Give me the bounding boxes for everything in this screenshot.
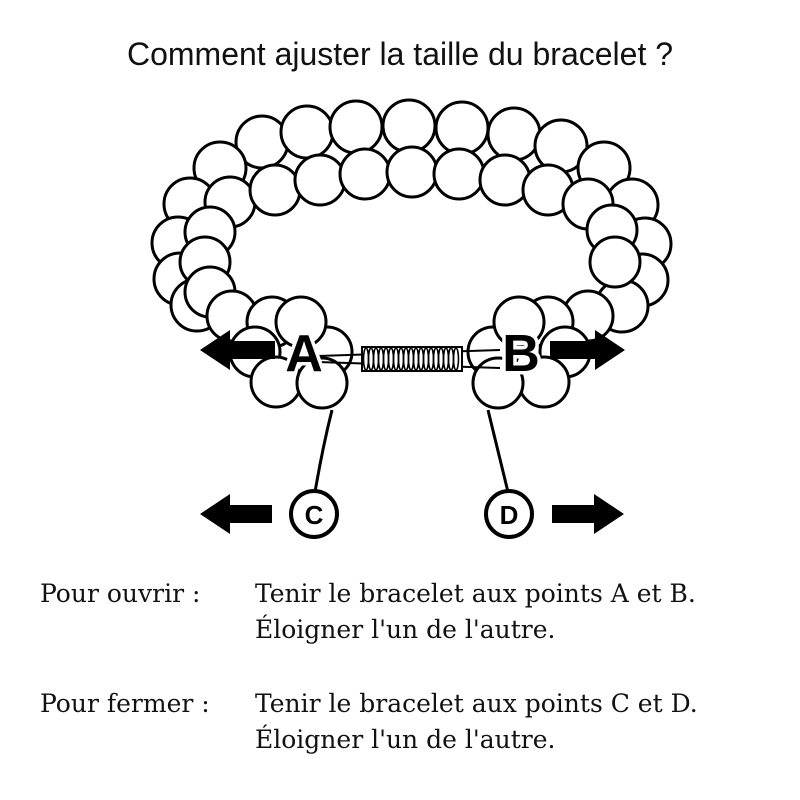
bead [432, 147, 486, 201]
instruction-line: Éloigner l'un de l'autre. [255, 615, 556, 644]
point-c-marker: C [289, 489, 339, 539]
point-c-label: C [305, 500, 324, 530]
bead [295, 356, 349, 410]
point-a-label: A [285, 325, 323, 383]
instruction-line: Tenir le bracelet aux points C et D. [255, 689, 698, 718]
bead [385, 145, 439, 199]
bead [381, 98, 437, 154]
instruction-line: Éloigner l'un de l'autre. [255, 725, 556, 754]
bead [274, 295, 328, 349]
bead [478, 153, 532, 207]
bead [293, 153, 347, 207]
bead [471, 356, 525, 410]
point-d-marker: D [484, 489, 534, 539]
instruction-text: Tenir le bracelet aux points A et B. Élo… [255, 576, 696, 648]
bead [338, 147, 392, 201]
bead [328, 99, 384, 155]
cord-left [313, 409, 334, 493]
bead [248, 163, 302, 217]
instruction-text: Tenir le bracelet aux points C et D. Élo… [255, 686, 698, 758]
cord-right [486, 409, 510, 493]
point-b-label: B [502, 325, 540, 383]
instruction-label: Pour ouvrir : [40, 579, 201, 608]
page-title: Comment ajuster la taille du bracelet ? [126, 36, 674, 72]
arrow-right-b-icon [550, 330, 625, 370]
bead [434, 100, 490, 156]
sliding-knot [317, 346, 501, 372]
instruction-line: Tenir le bracelet aux points A et B. [255, 579, 696, 608]
arrow-right-d-icon [552, 494, 624, 534]
bead [492, 295, 546, 349]
bead [279, 104, 335, 160]
bead [588, 235, 642, 289]
arrow-left-c-icon [200, 494, 272, 534]
point-d-label: D [500, 500, 519, 530]
arrow-left-a-icon [200, 330, 275, 370]
bead [486, 106, 542, 162]
instruction-label: Pour fermer : [40, 689, 210, 718]
